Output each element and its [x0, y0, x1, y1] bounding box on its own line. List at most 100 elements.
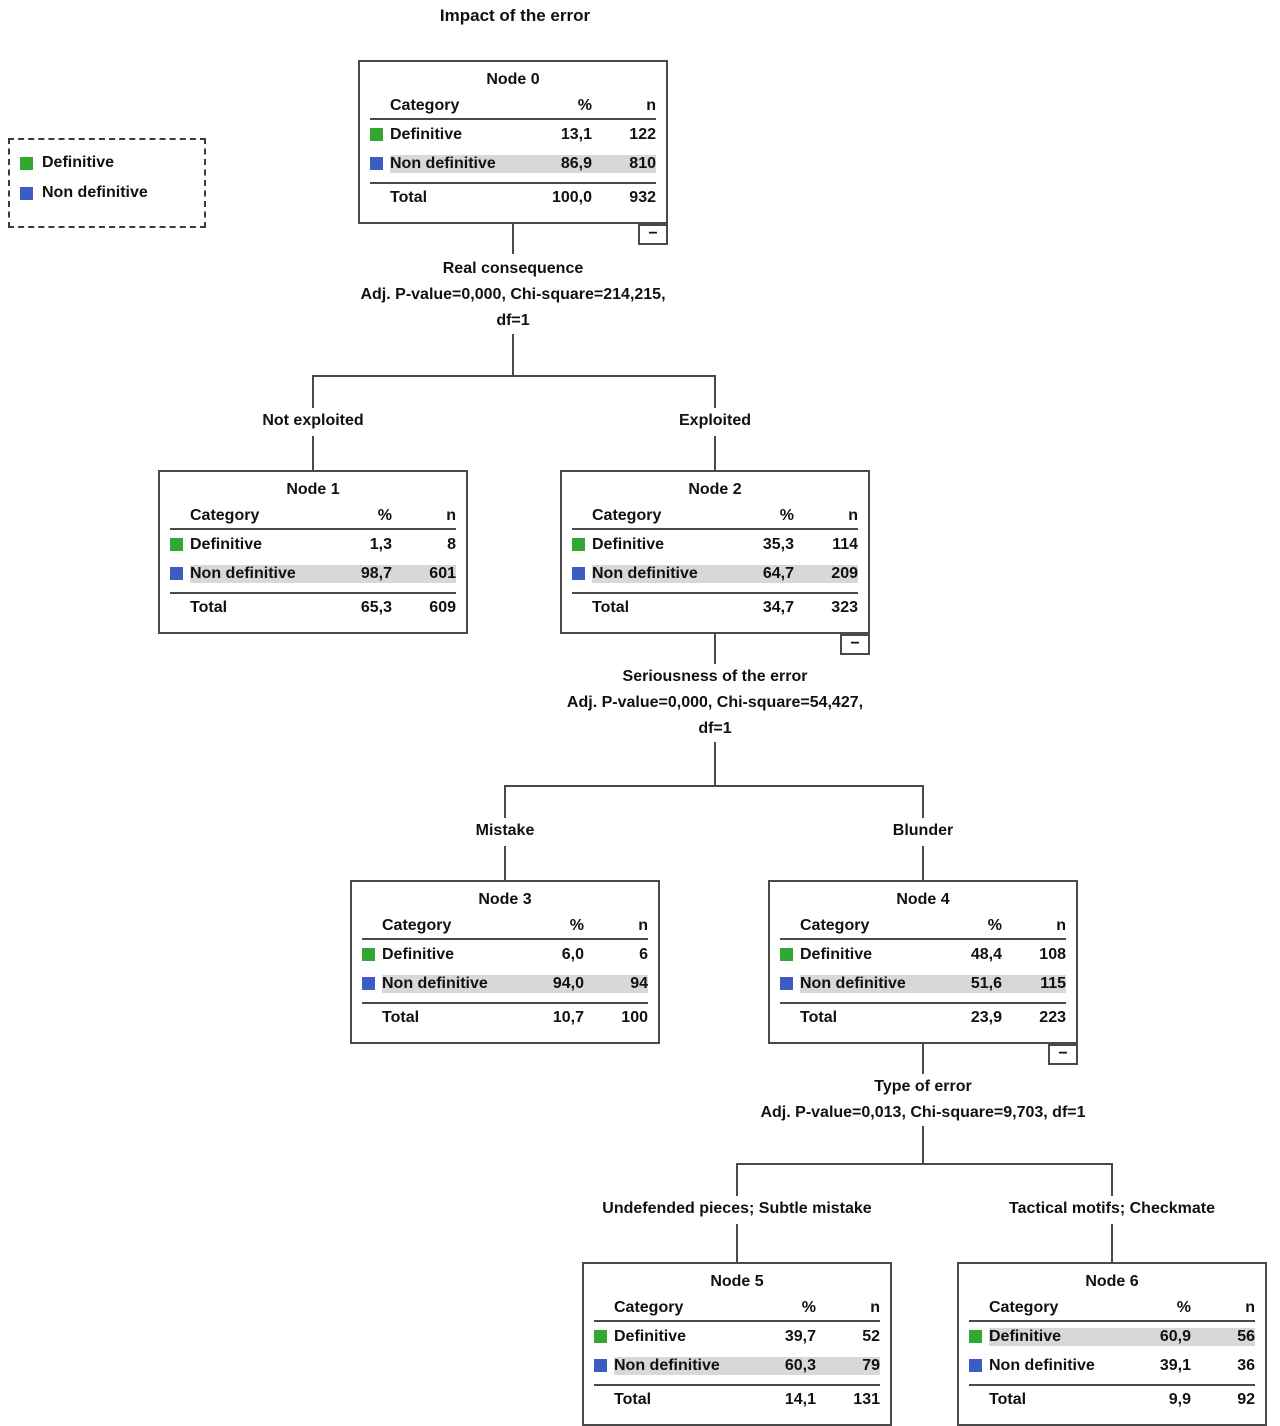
legend-label: Definitive: [42, 154, 115, 171]
tree-node-3: Node 3 Category % n Definitive 6,0 6 Non…: [350, 880, 660, 1044]
column-header-category: Category: [989, 1298, 1059, 1316]
category-percent: 86,9: [536, 154, 592, 173]
node-table-header: Category % n: [969, 1295, 1255, 1322]
tree-node-2: Node 2 Category % n Definitive 35,3 114 …: [560, 470, 870, 655]
total-percent: 100,0: [551, 189, 592, 206]
category-label: Definitive: [382, 945, 455, 963]
total-percent: 10,7: [552, 1009, 584, 1026]
category-label: Non definitive: [592, 564, 738, 583]
category-row-non-definitive: Non definitive 98,7 601: [170, 559, 456, 588]
column-header-category: Category: [592, 506, 662, 524]
column-header-n: n: [446, 506, 456, 524]
total-label: Total: [190, 599, 228, 616]
non-definitive-swatch: [572, 567, 585, 580]
node-title: Node 0: [486, 71, 540, 88]
non-definitive-swatch: [969, 1359, 982, 1372]
definitive-swatch: [370, 128, 383, 141]
category-row-definitive: Definitive 39,7 52: [594, 1322, 880, 1351]
node-title: Node 1: [286, 481, 340, 498]
legend-item-definitive: Definitive: [20, 154, 194, 172]
legend-item-non-definitive: Non definitive: [20, 184, 194, 202]
legend-label: Non definitive: [42, 184, 148, 201]
column-header-n: n: [870, 1298, 880, 1316]
non-definitive-swatch: [370, 157, 383, 170]
definitive-swatch: [20, 156, 33, 170]
category-label: Definitive: [190, 535, 263, 553]
category-label: Definitive: [390, 125, 463, 143]
category-percent: 39,1: [1159, 1356, 1191, 1374]
split-rule-type-of-error: Type of error Adj. P-value=0,013, Chi-sq…: [760, 1074, 1086, 1126]
category-count: 108: [1039, 945, 1066, 963]
category-row-definitive: Definitive 60,9 56: [969, 1322, 1255, 1351]
column-header-percent: %: [779, 506, 794, 524]
split-variable: Seriousness of the error: [622, 668, 808, 685]
connector-line: [714, 436, 716, 470]
definitive-swatch: [780, 948, 793, 961]
collapse-button[interactable]: −: [1048, 1044, 1078, 1065]
column-header-percent: %: [1176, 1298, 1191, 1316]
total-row: Total 14,1 131: [594, 1384, 880, 1414]
non-definitive-swatch: [780, 977, 793, 990]
connector-line: [512, 334, 514, 375]
total-label: Total: [614, 1391, 652, 1408]
connector-line: [736, 1163, 1113, 1165]
definitive-swatch: [572, 538, 585, 551]
split-variable: Type of error: [874, 1078, 972, 1095]
column-header-percent: %: [801, 1298, 816, 1316]
total-count: 131: [853, 1391, 880, 1408]
total-percent: 23,9: [970, 1009, 1002, 1026]
category-row-definitive: Definitive 48,4 108: [780, 940, 1066, 969]
category-percent: 48,4: [970, 945, 1002, 963]
collapse-button[interactable]: −: [638, 224, 668, 245]
split-stats: Adj. P-value=0,013, Chi-square=9,703, df…: [760, 1104, 1086, 1121]
connector-line: [736, 1163, 738, 1196]
category-label: Non definitive: [989, 1356, 1095, 1374]
category-row-non-definitive: Non definitive 51,6 115: [780, 969, 1066, 998]
column-header-n: n: [646, 96, 656, 114]
column-header-percent: %: [577, 96, 592, 114]
collapse-button[interactable]: −: [840, 634, 870, 655]
total-percent: 14,1: [784, 1391, 816, 1408]
total-label: Total: [989, 1391, 1027, 1408]
column-header-percent: %: [987, 916, 1002, 934]
category-label: Non definitive: [190, 564, 336, 583]
dependent-variable-title: Impact of the error: [439, 6, 591, 25]
category-count: 8: [447, 535, 456, 553]
connector-line: [504, 785, 506, 818]
total-row: Total 65,3 609: [170, 592, 456, 622]
category-row-non-definitive: Non definitive 60,3 79: [594, 1351, 880, 1380]
connector-line: [736, 1224, 738, 1262]
connector-line: [1111, 1224, 1113, 1262]
node-title: Node 5: [710, 1273, 764, 1290]
category-label: Definitive: [989, 1327, 1135, 1346]
node-table-header: Category % n: [370, 93, 656, 120]
category-percent: 51,6: [946, 974, 1002, 993]
non-definitive-swatch: [594, 1359, 607, 1372]
connector-line: [922, 1044, 924, 1074]
branch-label-mistake: Mistake: [475, 820, 535, 842]
category-count: 114: [832, 535, 858, 553]
split-variable: Real consequence: [442, 260, 584, 277]
branch-label-undefended: Undefended pieces; Subtle mistake: [602, 1198, 872, 1220]
total-label: Total: [592, 599, 630, 616]
node-table-header: Category % n: [780, 913, 1066, 940]
total-count: 932: [629, 189, 656, 206]
connector-line: [714, 634, 716, 664]
non-definitive-swatch: [362, 977, 375, 990]
total-row: Total 34,7 323: [572, 592, 858, 622]
category-label: Definitive: [614, 1327, 687, 1345]
category-percent: 98,7: [336, 564, 392, 583]
category-row-definitive: Definitive 13,1 122: [370, 120, 656, 149]
total-label: Total: [382, 1009, 420, 1026]
total-percent: 34,7: [762, 599, 794, 616]
branch-label-tactical: Tactical motifs; Checkmate: [1009, 1198, 1215, 1220]
column-header-category: Category: [382, 916, 452, 934]
non-definitive-swatch: [20, 186, 33, 200]
category-count: 79: [816, 1356, 880, 1375]
category-count: 115: [1002, 974, 1066, 993]
column-header-n: n: [1245, 1298, 1255, 1316]
category-label: Non definitive: [390, 154, 536, 173]
definitive-swatch: [362, 948, 375, 961]
total-label: Total: [800, 1009, 838, 1026]
